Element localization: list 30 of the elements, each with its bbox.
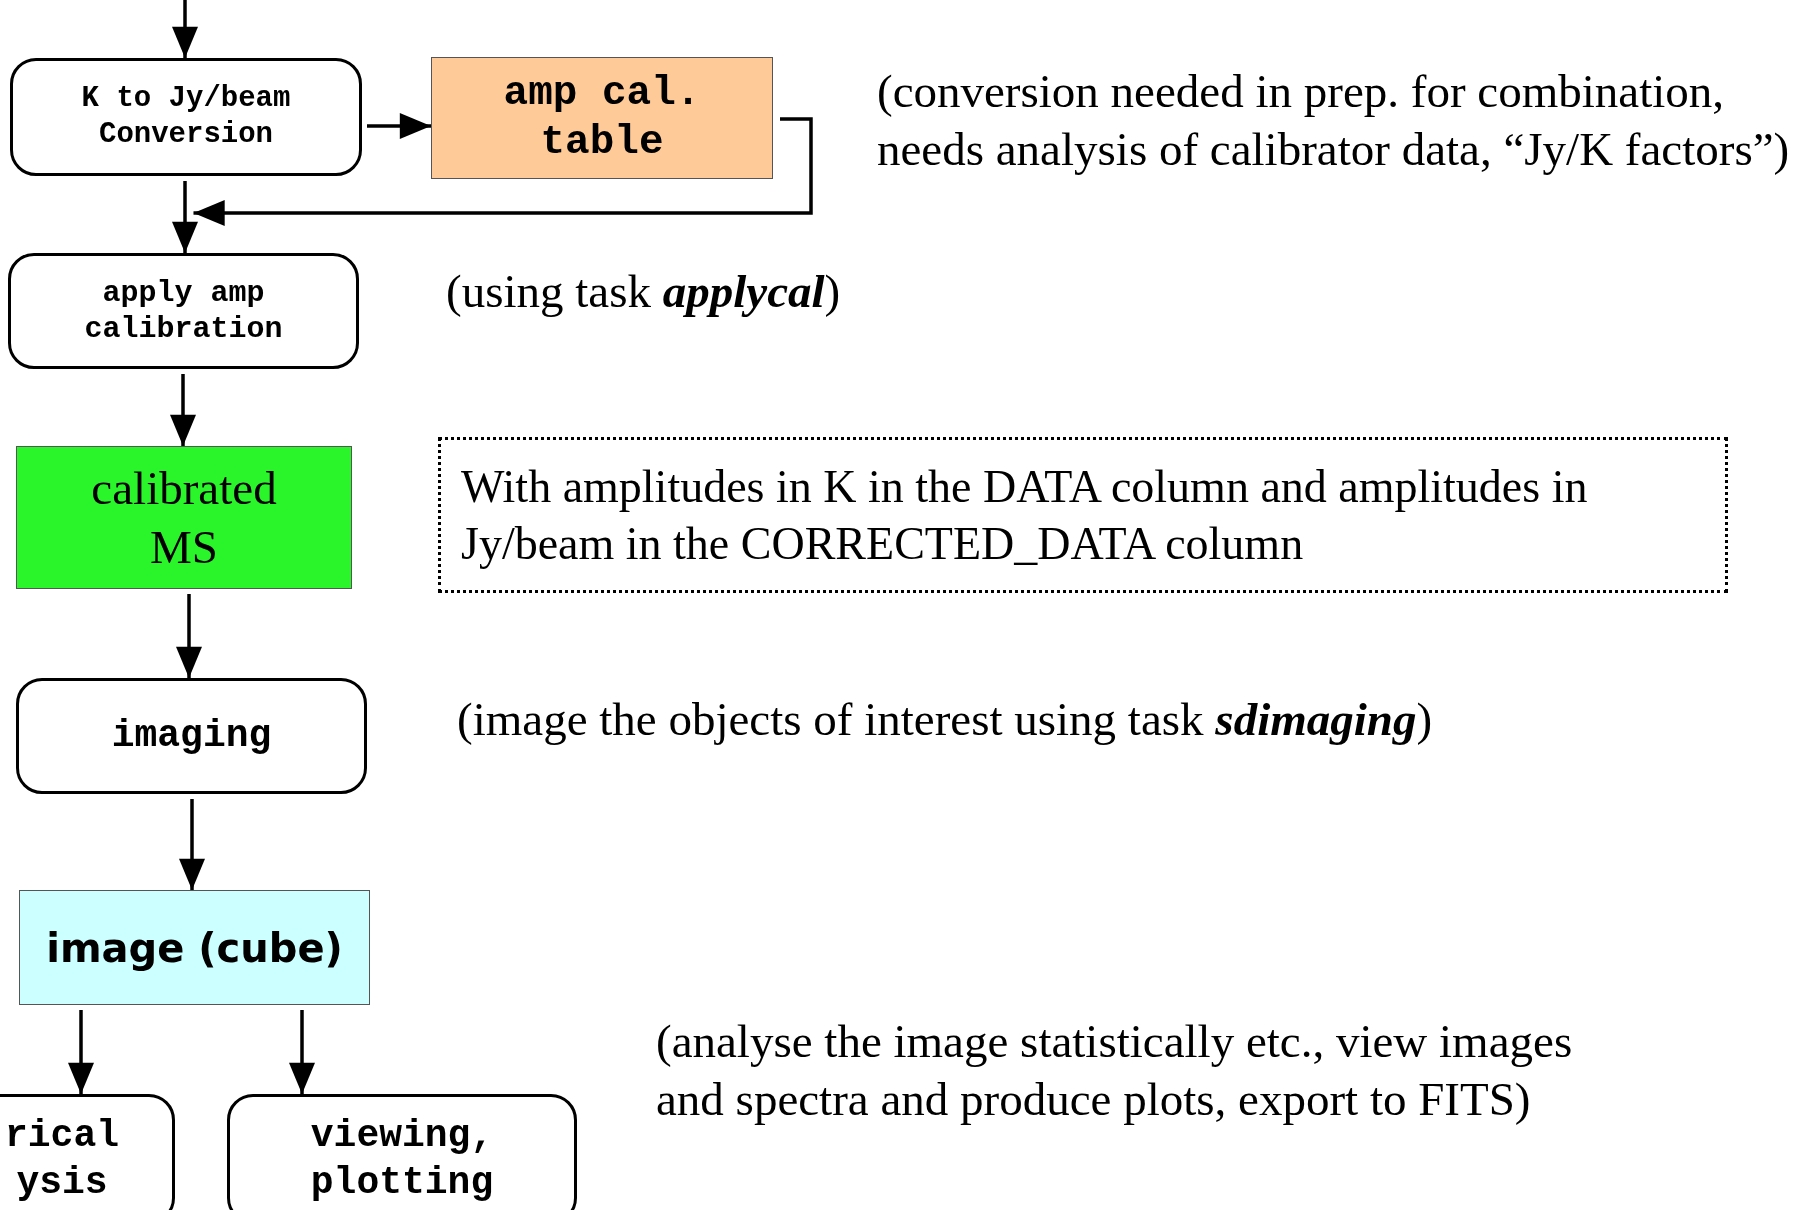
arrow (176, 594, 202, 678)
annotation-text: (conversion needed in prep. for combination, needs analysis of calibrator data, “Jy/K factors”) (877, 64, 1791, 177)
process-box (16, 678, 367, 794)
annotation-text: (using task applycal) (446, 264, 842, 319)
node-label: rical ysis (4, 1112, 120, 1206)
arrow (179, 799, 205, 890)
data-box (16, 446, 352, 589)
arrow (172, 0, 198, 58)
node-label: K to Jy/beam Conversion (80, 80, 292, 153)
arrow (289, 1010, 315, 1094)
note-box (438, 437, 1728, 593)
arrow (193, 117, 813, 226)
data-box (19, 890, 370, 1005)
node-label: amp cal. table (502, 68, 702, 167)
node-label: apply amp calibration (83, 275, 284, 347)
process-box (227, 1094, 577, 1210)
arrow (172, 181, 198, 253)
arrow (170, 374, 196, 446)
annotation-text: (image the objects of interest using task sdimaging) (457, 692, 1434, 747)
node-label: viewing, plotting (309, 1112, 495, 1206)
node-label: calibrated MS (90, 460, 278, 575)
node-label: image (cube) (46, 923, 343, 973)
process-box (10, 58, 362, 176)
node-label: With amplitudes in K in the DATA column and amplitudes in Jy/beam in the CORRECTED_DATA column (461, 459, 1589, 571)
annotation-text: (analyse the image statistically etc., view images and spectra and produce plots, export to FITS) (656, 1014, 1574, 1127)
process-box (8, 253, 359, 369)
arrow (367, 113, 431, 139)
data-box (431, 57, 773, 179)
node-label: imaging (111, 713, 272, 760)
arrow (68, 1010, 94, 1094)
